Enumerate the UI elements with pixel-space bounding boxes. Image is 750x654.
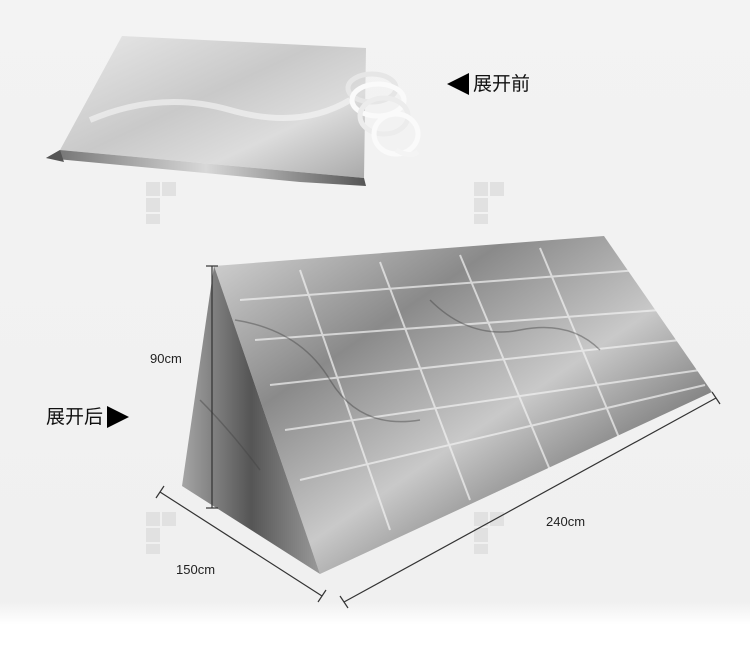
before-label-text: 展开前 — [473, 73, 531, 95]
width-dimension: 150cm — [176, 562, 216, 577]
rope-coil — [345, 71, 421, 158]
folded-blanket — [46, 36, 366, 186]
foil-tent — [182, 236, 712, 574]
length-dimension: 240cm — [546, 514, 586, 529]
triangle-right-icon — [107, 406, 130, 428]
triangle-left-icon — [447, 73, 469, 95]
after-label: 展开后 — [46, 406, 130, 428]
height-dimension: 90cm — [150, 351, 182, 366]
before-label: 展开前 — [447, 73, 530, 95]
after-label-text: 展开后 — [46, 406, 104, 428]
dimension-lines — [155, 265, 721, 609]
